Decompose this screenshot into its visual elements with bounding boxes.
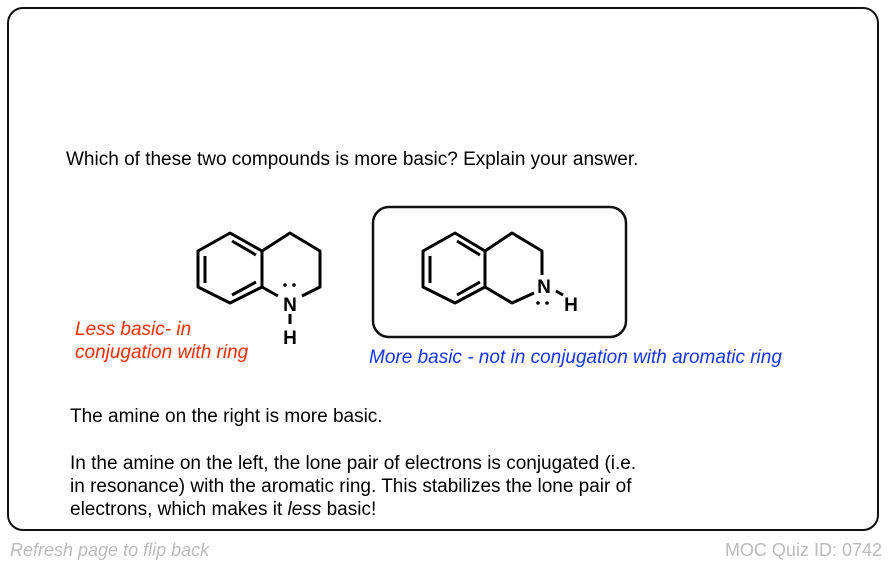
left-label-line2: conjugation with ring [75, 342, 249, 363]
explanation-text-end: basic! [321, 499, 377, 520]
refresh-hint: Refresh page to flip back [10, 540, 210, 560]
lone-pair-left [283, 283, 296, 287]
highlight-box [371, 205, 628, 339]
left-h-atom: H [283, 328, 297, 349]
lone-pair-right [536, 301, 549, 305]
emphasis-text: less [287, 499, 322, 520]
left-n-atom: N [283, 295, 297, 316]
tetrahydroisoquinoline-structure [421, 231, 564, 305]
question-text: Which of these two compounds is more bas… [66, 149, 639, 170]
explanation-line2: in resonance) with the aromatic ring. Th… [70, 476, 632, 497]
left-label-line1: Less basic- in [75, 319, 192, 340]
tetrahydroquinoline-structure [196, 231, 322, 324]
explanation-line1: In the amine on the left, the lone pair … [70, 453, 637, 474]
quiz-id: MOC Quiz ID: 0742 [724, 540, 882, 560]
right-label: More basic - not in conjugation with aro… [369, 347, 782, 368]
answer-line: The amine on the right is more basic. [70, 406, 383, 427]
flashcard[interactable] [7, 7, 879, 531]
explanation-text: electrons, which makes it [70, 499, 288, 520]
right-h-atom: H [564, 295, 578, 316]
right-n-atom: N [537, 277, 551, 298]
explanation-line3: electrons, which makes it less basic! [70, 498, 376, 521]
